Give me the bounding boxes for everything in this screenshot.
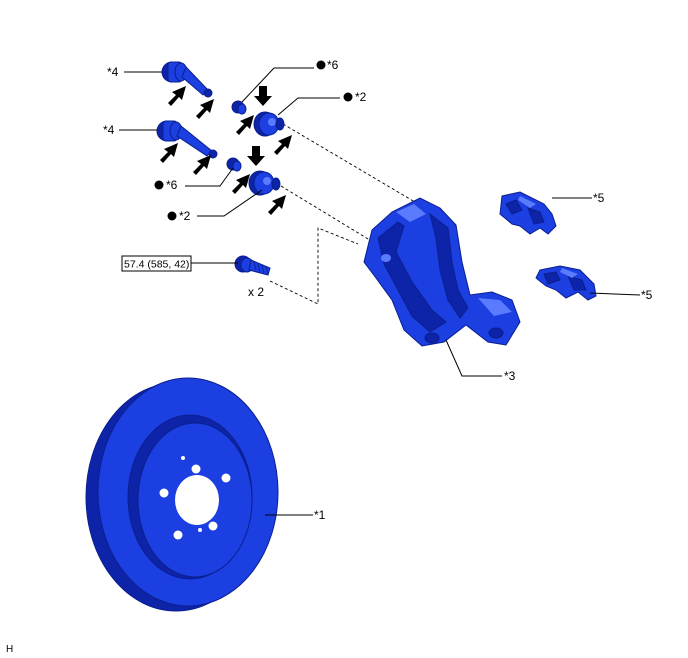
cylinder-bushing-upper — [253, 111, 285, 137]
arrow-icon — [168, 86, 186, 106]
label-slide-pin-lower: *4 — [103, 123, 115, 137]
torque-value: 57.4 (585, 42) — [124, 259, 189, 271]
arrow-icon — [268, 195, 286, 215]
brake-disc — [85, 377, 279, 612]
label-boot-upper: *6 — [327, 58, 339, 72]
arrow-icon — [193, 155, 211, 175]
cylinder-bushing-lower — [248, 170, 281, 196]
assembly-guide-lines — [269, 123, 421, 305]
label-cylinder-bushing-lower: *2 — [179, 209, 191, 223]
mounting-bolt — [234, 255, 271, 276]
label-mounting-support: *3 — [504, 369, 516, 383]
figure-code: H — [6, 644, 13, 655]
leader-lines — [119, 67, 641, 516]
pad-support-plate-lower — [535, 265, 597, 301]
torque-spec: 57.4 (585, 42) — [121, 255, 192, 272]
marker-dots — [154, 60, 353, 221]
label-slide-pin-upper: *4 — [107, 65, 119, 79]
bolt-quantity: x 2 — [248, 285, 264, 299]
arrow-icon — [236, 115, 254, 135]
boot-lower — [226, 157, 242, 172]
install-arrows — [160, 86, 292, 215]
arrow-icon — [232, 174, 250, 194]
label-cylinder-bushing-upper: *2 — [355, 90, 367, 104]
pad-support-plate-upper — [499, 191, 557, 235]
slide-pin-upper — [161, 61, 213, 98]
label-pad-support-plate-lower: *5 — [641, 288, 653, 302]
arrow-icon — [160, 143, 178, 163]
mounting-support — [363, 197, 521, 347]
filled-dot-icon — [316, 60, 326, 70]
boot-upper — [231, 100, 247, 115]
filled-dot-icon — [154, 180, 164, 190]
arrow-icon — [247, 146, 265, 166]
label-pad-support-plate-upper: *5 — [593, 191, 605, 205]
label-boot-lower: *6 — [166, 178, 178, 192]
arrow-icon — [254, 86, 272, 106]
arrow-icon — [196, 99, 214, 119]
label-disc: *1 — [314, 508, 326, 522]
filled-dot-icon — [343, 92, 353, 102]
slide-pin-lower — [156, 120, 218, 159]
filled-dot-icon — [167, 211, 177, 221]
arrow-icon — [274, 135, 292, 155]
